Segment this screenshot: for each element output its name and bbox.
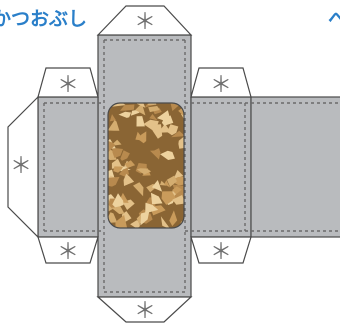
flake-shape	[109, 114, 116, 122]
flake-shape	[171, 130, 184, 138]
flake-shape	[173, 170, 184, 179]
flake-shape	[108, 212, 118, 223]
flake-shape	[123, 173, 135, 186]
glue-mark-top: ＊	[134, 10, 156, 35]
flake-shape	[137, 131, 147, 144]
glue-mark-left-side: ＊	[10, 154, 32, 179]
flake-shape	[108, 176, 120, 187]
glue-mark-bottom: ＊	[134, 299, 156, 324]
flake-shape	[166, 175, 177, 187]
flake-shape	[149, 114, 158, 121]
corner-label: へ	[328, 8, 340, 30]
flake-shape	[111, 206, 125, 214]
flake-shape	[124, 160, 136, 168]
flake-shape	[172, 195, 184, 205]
flake-shape	[150, 192, 163, 205]
glue-mark-right-top: ＊	[210, 73, 232, 98]
flake-shape	[136, 116, 145, 127]
flake-shape	[140, 211, 150, 226]
left-side-panel	[37, 96, 99, 238]
katsuobushi-window	[107, 102, 185, 229]
glue-mark-left-top: ＊	[57, 73, 79, 98]
flake-shape	[145, 202, 159, 214]
flake-shape	[164, 180, 171, 188]
flake-shape	[167, 124, 179, 136]
flake-shape	[108, 138, 116, 152]
flake-shape	[118, 111, 132, 118]
glue-mark-left-bottom: ＊	[57, 240, 79, 265]
flake-shape	[178, 135, 184, 149]
fold-lines	[43, 39, 340, 293]
flake-shape	[161, 191, 176, 205]
flake-shape	[170, 176, 184, 186]
flake-shape	[136, 168, 152, 175]
glue-flap-left-top	[37, 67, 99, 98]
flake-shape	[150, 148, 161, 160]
flake-shape	[108, 148, 117, 160]
flake-shape	[148, 106, 160, 113]
flake-shape	[115, 215, 128, 228]
flake-shape	[113, 166, 124, 173]
flake-shape	[151, 180, 163, 192]
glue-flap-top	[96, 5, 193, 36]
flake-shape	[112, 147, 123, 158]
flake-shape	[120, 150, 130, 161]
glue-mark-right-bottom: ＊	[210, 240, 232, 265]
flake-shape	[135, 103, 146, 116]
glue-flap-right-top	[190, 67, 252, 98]
flake-shape	[160, 150, 175, 160]
flake-shape	[143, 119, 159, 131]
flake-shape	[133, 182, 144, 197]
flake-shape	[108, 120, 120, 131]
flake-shape	[161, 115, 174, 126]
flake-shape	[120, 104, 135, 111]
glue-flap-bottom	[96, 296, 193, 323]
flake-shape	[169, 210, 178, 227]
flake-shape	[112, 193, 124, 208]
glue-flap-right-bottom	[190, 236, 252, 264]
glue-flap-left-side	[7, 95, 39, 239]
back-panel	[250, 96, 340, 238]
title-label: かつおぶし	[0, 8, 88, 30]
glue-flap-left-bottom	[37, 236, 99, 264]
flake-shape	[170, 103, 179, 111]
flake-shape	[108, 197, 114, 213]
flake-shape	[111, 158, 123, 169]
flake-shape	[160, 216, 171, 228]
flake-shape	[130, 220, 140, 228]
right-side-panel	[190, 96, 252, 238]
